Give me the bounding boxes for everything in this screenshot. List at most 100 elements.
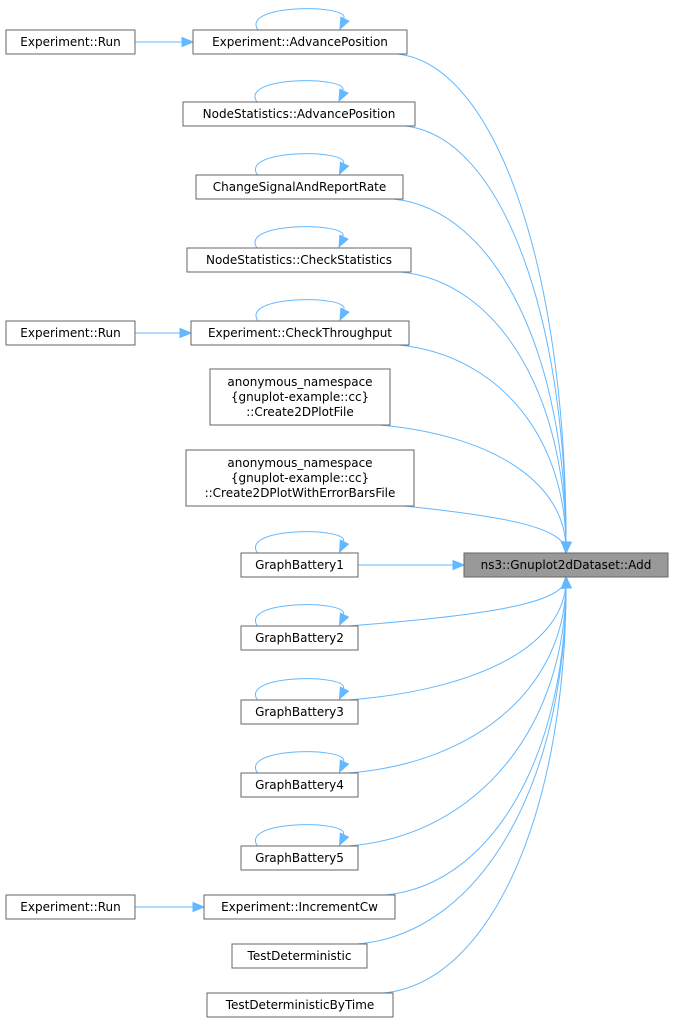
edge-gb5-to-target — [347, 576, 567, 847]
caller-node-c2derr[interactable]: anonymous_namespace{gnuplot-example::cc}… — [185, 449, 415, 507]
caller-node-chkthr-box — [190, 320, 410, 346]
caller-node-advpos-label: Experiment::AdvancePosition — [212, 35, 388, 49]
caller-node-advpos[interactable]: Experiment::AdvancePosition — [192, 29, 408, 55]
self-call-loop-gb3 — [254, 678, 344, 701]
edge-chgsig-to-target — [392, 198, 567, 554]
caller-node-testdet[interactable]: TestDeterministic — [231, 943, 368, 969]
arrow-run1 — [181, 36, 195, 48]
caller-node-gb1-label: GraphBattery1 — [255, 558, 344, 572]
caller-node-gb4-box — [240, 772, 359, 798]
target-node-label: ns3::Gnuplot2dDataset::Add — [481, 558, 652, 572]
caller-node-chgsig[interactable]: ChangeSignalAndReportRate — [195, 174, 404, 200]
caller-node-gb4[interactable]: GraphBattery4 — [240, 772, 359, 798]
self-call-arrow-gb2 — [338, 612, 350, 627]
caller-node-gb1[interactable]: GraphBattery1 — [240, 552, 359, 578]
caller-node-run3[interactable]: Experiment::Run — [5, 894, 136, 920]
caller-node-gb5-box — [240, 845, 359, 871]
caller-node-c2d-label: ::Create2DPlotFile — [246, 405, 354, 419]
caller-node-chkstat[interactable]: NodeStatistics::CheckStatistics — [186, 247, 412, 273]
caller-node-run2-label: Experiment::Run — [20, 326, 120, 340]
caller-node-run1-label: Experiment::Run — [20, 35, 120, 49]
arrow-run3 — [192, 901, 206, 913]
edge-chkthr-to-target — [398, 344, 567, 554]
arrow-gb1 — [452, 559, 466, 571]
caller-node-testdetbt[interactable]: TestDeterministicByTime — [206, 992, 394, 1018]
self-call-arrow-chkthr — [339, 307, 350, 322]
caller-node-gb5-label: GraphBattery5 — [255, 851, 344, 865]
self-call-arrow-gb3 — [338, 686, 350, 701]
edge-testdet-to-target — [356, 576, 567, 945]
caller-node-c2d-label: {gnuplot-example::cc} — [231, 390, 369, 404]
caller-node-run2[interactable]: Experiment::Run — [5, 320, 136, 346]
caller-node-chkstat-box — [186, 247, 412, 273]
caller-node-c2derr-label: anonymous_namespace — [227, 456, 372, 470]
edge-advpos-to-target — [396, 53, 567, 554]
self-call-loop-gb4 — [254, 751, 344, 774]
edge-inccw-to-target — [384, 576, 567, 896]
target-node-box — [463, 552, 669, 578]
caller-node-testdet-box — [231, 943, 368, 969]
caller-node-gb1-box — [240, 552, 359, 578]
self-call-loop-gb1 — [254, 531, 344, 554]
caller-node-gb5[interactable]: GraphBattery5 — [240, 845, 359, 871]
caller-node-chkthr-label: Experiment::CheckThroughput — [208, 326, 392, 340]
caller-node-c2d[interactable]: anonymous_namespace{gnuplot-example::cc}… — [209, 368, 391, 426]
edge-chkstat-to-target — [400, 271, 567, 554]
self-call-arrow-chgsig — [338, 161, 350, 176]
caller-node-c2derr-box — [185, 449, 415, 507]
caller-node-testdet-label: TestDeterministic — [247, 949, 352, 963]
caller-node-chgsig-box — [195, 174, 404, 200]
edge-gb3-to-target — [347, 576, 567, 701]
caller-node-run2-box — [5, 320, 136, 346]
edge-testdetbt-to-target — [382, 576, 567, 994]
caller-node-chgsig-label: ChangeSignalAndReportRate — [213, 180, 387, 194]
caller-node-inccw[interactable]: Experiment::IncrementCw — [203, 894, 396, 920]
caller-node-gb3-box — [240, 699, 359, 725]
caller-node-nsadvpos-box — [182, 101, 416, 127]
caller-node-chkstat-label: NodeStatistics::CheckStatistics — [206, 253, 392, 267]
caller-node-testdetbt-box — [206, 992, 394, 1018]
target-node[interactable]: ns3::Gnuplot2dDataset::Add — [463, 552, 669, 578]
arrow-testdetbt — [560, 575, 572, 589]
edge-nsadvpos-to-target — [404, 125, 567, 554]
caller-node-gb3[interactable]: GraphBattery3 — [240, 699, 359, 725]
caller-node-testdetbt-label: TestDeterministicByTime — [225, 998, 375, 1012]
caller-node-nsadvpos-label: NodeStatistics::AdvancePosition — [203, 107, 396, 121]
caller-node-inccw-box — [203, 894, 396, 920]
caller-node-c2derr-label: {gnuplot-example::cc} — [231, 471, 369, 485]
caller-node-inccw-label: Experiment::IncrementCw — [221, 900, 378, 914]
caller-node-advpos-box — [192, 29, 408, 55]
arrow-run2 — [179, 327, 193, 339]
caller-node-run1[interactable]: Experiment::Run — [5, 29, 136, 55]
self-call-loop-advpos — [255, 8, 345, 31]
caller-node-gb3-label: GraphBattery3 — [255, 705, 344, 719]
edge-gb2-to-target — [347, 576, 567, 627]
caller-node-gb4-label: GraphBattery4 — [255, 778, 344, 792]
self-call-loop-gb2 — [254, 604, 344, 627]
edge-c2d-to-target — [379, 424, 567, 554]
graph-nodes: ns3::Gnuplot2dDataset::Add Experiment::Ad… — [5, 29, 669, 1018]
self-call-arrow-gb4 — [338, 759, 350, 774]
self-call-loop-chgsig — [254, 153, 344, 176]
caller-node-gb2-label: GraphBattery2 — [255, 631, 344, 645]
self-call-loop-gb5 — [254, 824, 344, 847]
call-edges — [135, 8, 573, 994]
arrow-c2derr — [561, 541, 573, 555]
caller-node-c2d-box — [209, 368, 391, 426]
caller-node-gb2[interactable]: GraphBattery2 — [240, 625, 359, 651]
self-call-arrow-gb1 — [338, 539, 350, 554]
caller-node-run3-label: Experiment::Run — [20, 900, 120, 914]
edge-c2derr-to-target — [403, 505, 567, 554]
caller-node-run3-box — [5, 894, 136, 920]
self-call-loop-chkstat — [254, 226, 344, 249]
self-call-loop-chkthr — [255, 299, 345, 322]
self-call-arrow-chkstat — [338, 234, 349, 249]
caller-node-gb2-box — [240, 625, 359, 651]
caller-node-nsadvpos[interactable]: NodeStatistics::AdvancePosition — [182, 101, 416, 127]
caller-node-run1-box — [5, 29, 136, 55]
self-call-loop-nsadvpos — [254, 80, 344, 103]
self-call-arrow-advpos — [339, 16, 350, 31]
caller-node-chkthr[interactable]: Experiment::CheckThroughput — [190, 320, 410, 346]
caller-node-c2derr-label: ::Create2DPlotWithErrorBarsFile — [205, 486, 396, 500]
